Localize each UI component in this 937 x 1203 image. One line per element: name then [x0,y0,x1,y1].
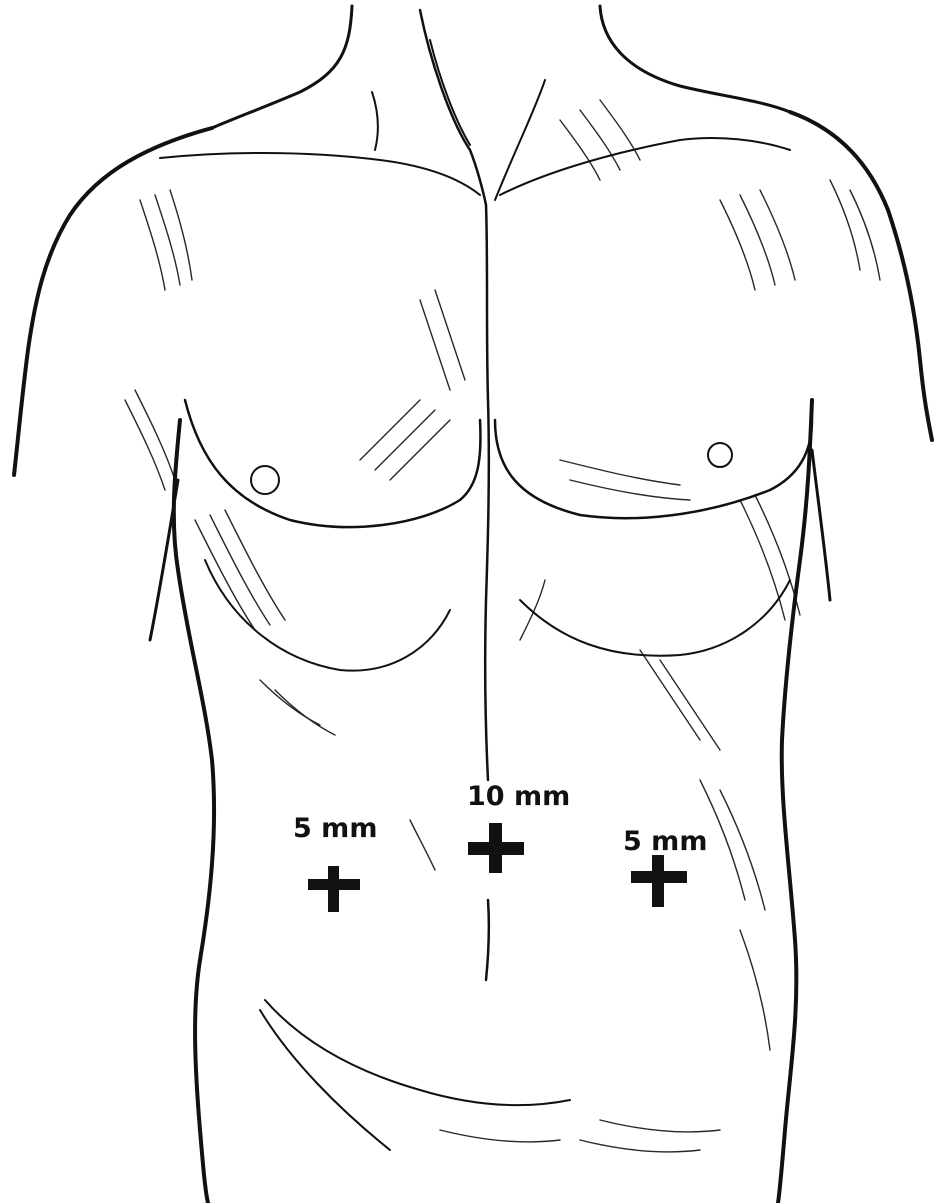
port-marker-left [308,866,360,912]
neck-outline-left [212,6,352,128]
right-arm-inner [812,450,830,600]
throat-line-3 [495,80,545,200]
right-nipple [708,443,732,467]
left-flank [174,420,214,1203]
port-label-center: 10 mm [467,783,570,810]
linea-alba [485,205,489,980]
left-lower-abdomen [265,1000,570,1105]
throat-line-2 [430,40,470,145]
port-marker-center [468,823,524,873]
port-marker-right [631,855,687,907]
port-label-left: 5 mm [293,815,377,842]
port-label-right: 5 mm [623,828,707,855]
clavicle-left [160,153,480,195]
left-pectoral [185,400,480,527]
left-nipple [251,466,279,494]
clavicle-right [500,138,790,195]
groin-line [260,1010,390,1150]
right-flank [778,400,812,1203]
right-shoulder-arm [790,112,932,440]
collar-left [372,92,378,150]
right-ribcage [520,580,790,656]
neck-outline-right [600,6,790,112]
right-pectoral [495,420,812,518]
left-shoulder-arm [14,128,212,475]
left-arm-inner [150,480,178,640]
